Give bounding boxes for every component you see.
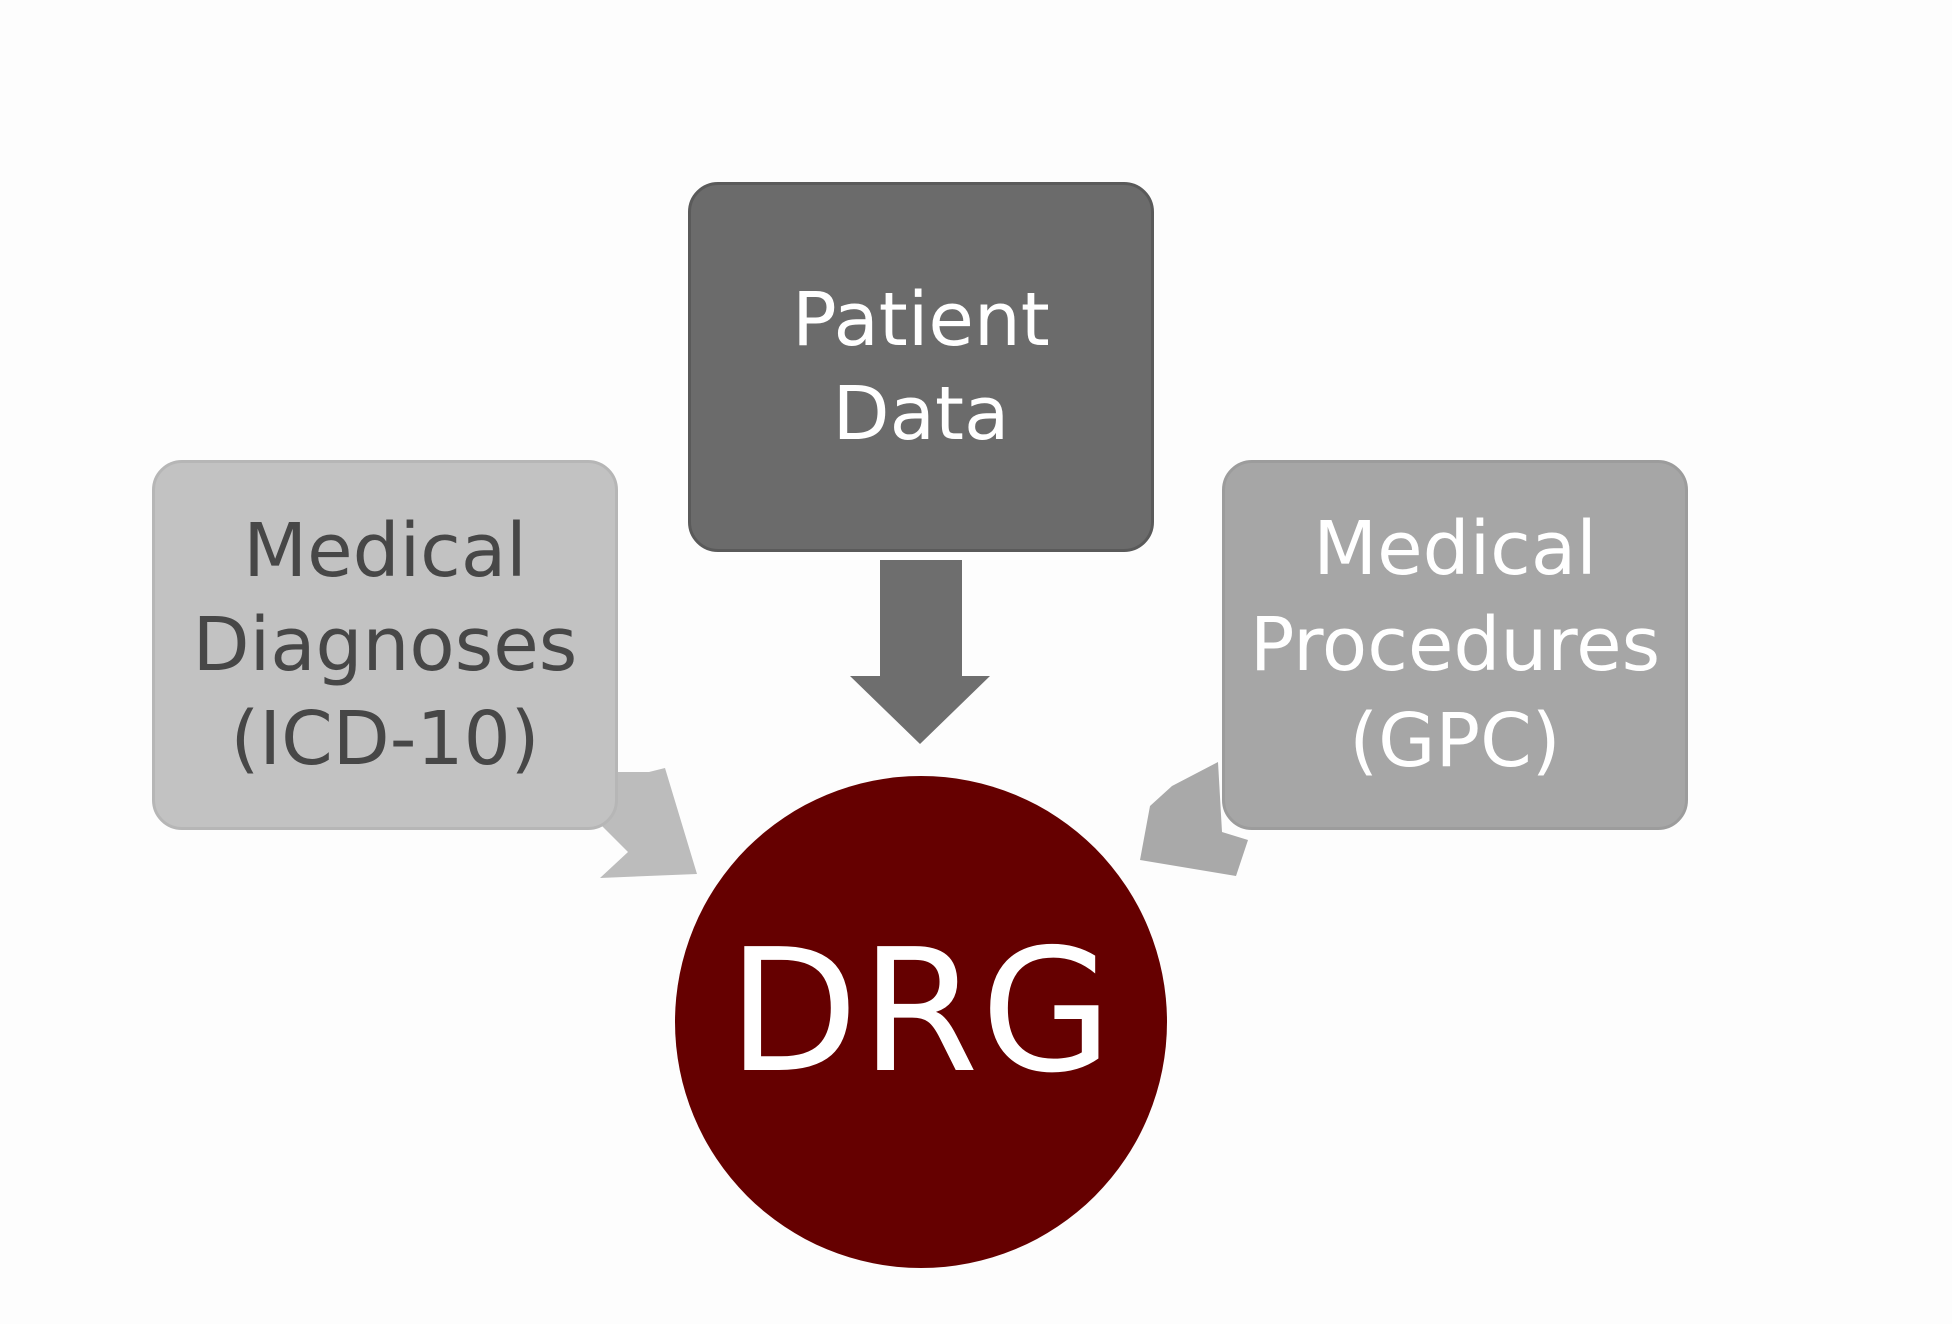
patient-data-box: Patient Data <box>688 182 1154 552</box>
arrow-patient-to-drg <box>850 560 990 744</box>
medical-procedures-label: Medical Procedures (GPC) <box>1249 506 1661 784</box>
arrow-procedures-to-drg <box>1140 762 1248 876</box>
medical-procedures-box: Medical Procedures (GPC) <box>1222 460 1688 830</box>
drg-label: DRG <box>727 913 1115 1111</box>
drg-circle: DRG <box>675 776 1167 1268</box>
medical-diagnoses-box: Medical Diagnoses (ICD-10) <box>152 460 618 830</box>
medical-diagnoses-label: Medical Diagnoses (ICD-10) <box>192 508 578 782</box>
patient-data-label: Patient Data <box>792 277 1050 457</box>
